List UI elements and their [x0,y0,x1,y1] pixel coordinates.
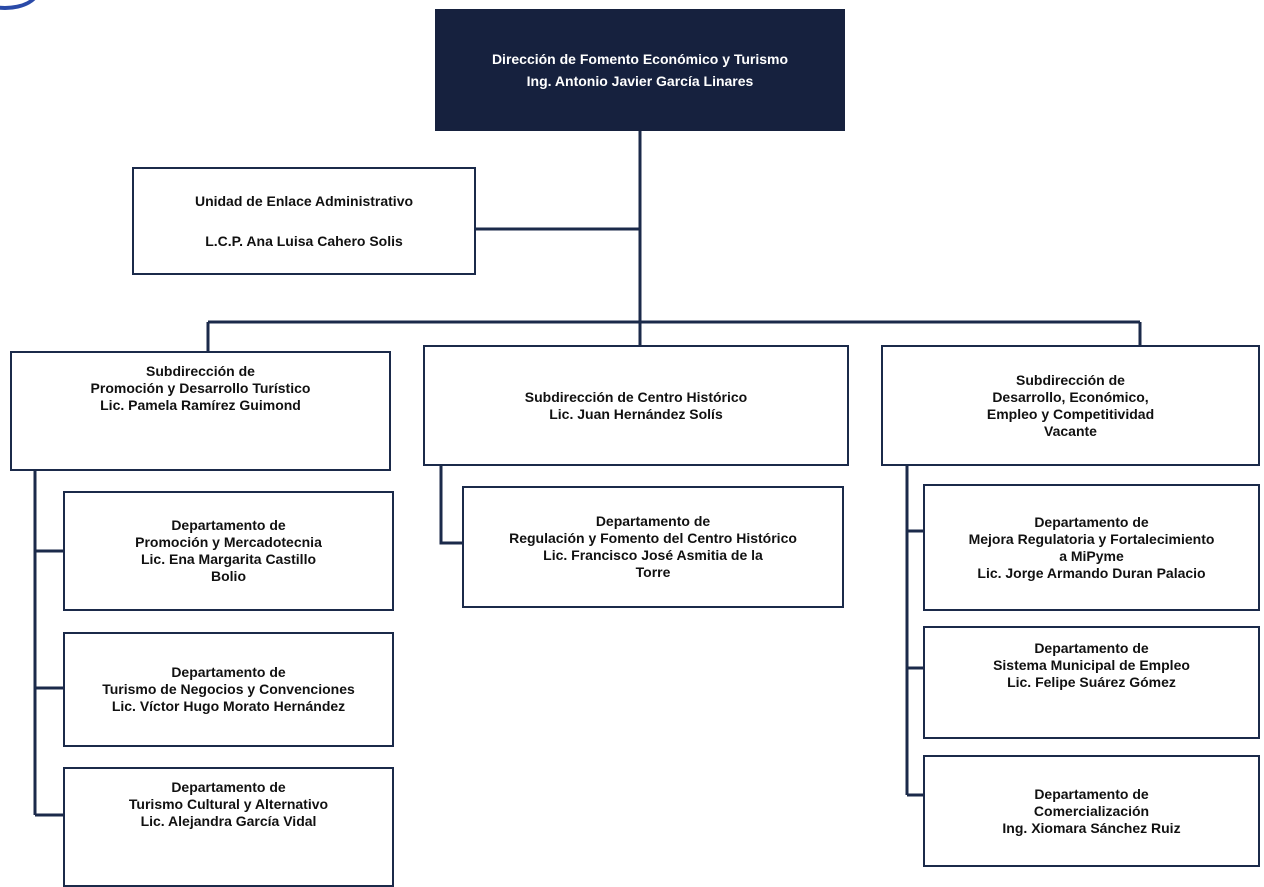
node-sub-centro-text: Subdirección de Centro Histórico Lic. Ju… [525,389,747,423]
node-sub-turismo-text: Subdirección de Promoción y Desarrollo T… [91,363,311,414]
node-dept-comercializacion-text: Departamento de Comercialización Ing. Xi… [1002,786,1180,837]
text-line: Subdirección de Centro Histórico [524,388,748,405]
text-line: Lic. Ena Margarita Castillo [140,551,317,567]
node-director: Dirección de Fomento Económico y Turismo… [435,9,845,131]
text-line: Departamento de [1034,640,1149,656]
text-line: Sistema Municipal de Empleo [993,657,1190,673]
node-dept-comercializacion: Departamento de Comercialización Ing. Xi… [923,755,1260,867]
text-line: Regulación y Fomento del Centro Históric… [509,530,797,546]
node-dept-mejora-text: Departamento de Mejora Regulatoria y For… [969,514,1215,582]
node-admin-unit-text: Unidad de Enlace Administrativo L.C.P. A… [195,193,413,250]
text-line: Departamento de [595,513,711,529]
node-admin-unit-name: L.C.P. Ana Luisa Cahero Solis [205,232,403,249]
node-director-title: Dirección de Fomento Económico y Turismo [491,50,789,67]
text-line: Comercialización [1033,802,1150,819]
node-sub-centro: Subdirección de Centro Histórico Lic. Ju… [423,345,849,466]
text-line: Desarrollo, Económico, [992,388,1149,405]
text-line: Departamento de [171,517,286,533]
text-line: Empleo y Competitividad [986,405,1155,422]
text-line: Lic. Jorge Armando Duran Palacio [977,564,1206,581]
node-dept-regulacion: Departamento de Regulación y Fomento del… [462,486,844,608]
node-dept-mejora: Departamento de Mejora Regulatoria y For… [923,484,1260,611]
text-line: Departamento de [171,779,286,795]
node-dept-negocios-text: Departamento de Turismo de Negocios y Co… [102,664,355,715]
text-line: Vacante [1044,422,1097,439]
text-line: Promoción y Desarrollo Turístico [90,380,311,396]
text-line: Departamento de [1034,513,1149,530]
node-director-name: Ing. Antonio Javier García Linares [526,72,754,89]
node-dept-empleo: Departamento de Sistema Municipal de Emp… [923,626,1260,739]
node-dept-cultural-text: Departamento de Turismo Cultural y Alter… [129,779,328,830]
text-line: Lic. Juan Hernández Solís [549,405,723,422]
node-admin-unit: Unidad de Enlace Administrativo L.C.P. A… [132,167,476,275]
node-dept-negocios: Departamento de Turismo de Negocios y Co… [63,632,394,747]
text-line: Lic. Pamela Ramírez Guimond [100,397,301,413]
text-line: Subdirección de [146,363,255,379]
text-line: Promoción y Mercadotecnia [135,534,322,550]
text-line: Bolio [211,568,246,584]
node-dept-promocion-text: Departamento de Promoción y Mercadotecni… [135,517,322,585]
node-sub-desarrollo: Subdirección de Desarrollo, Económico, E… [881,345,1260,466]
text-line: Departamento de [1034,785,1149,802]
text-line: Lic. Francisco José Asmitia de la [543,547,763,563]
node-dept-regulacion-text: Departamento de Regulación y Fomento del… [509,513,797,581]
node-sub-turismo: Subdirección de Promoción y Desarrollo T… [10,351,391,471]
connector-dept-regulacion [439,466,462,545]
node-sub-desarrollo-text: Subdirección de Desarrollo, Económico, E… [987,372,1154,440]
text-line: Departamento de [171,664,286,680]
node-dept-promocion: Departamento de Promoción y Mercadotecni… [63,491,394,611]
text-line: Lic. Felipe Suárez Gómez [1007,674,1176,690]
node-director-text: Dirección de Fomento Económico y Turismo… [492,51,788,90]
node-dept-cultural: Departamento de Turismo Cultural y Alter… [63,767,394,887]
text-line: Lic. Alejandra García Vidal [140,813,317,829]
text-line: Subdirección de [1016,371,1125,388]
node-admin-unit-title: Unidad de Enlace Administrativo [194,192,414,209]
text-line: Lic. Víctor Hugo Morato Hernández [111,698,346,714]
text-line: Mejora Regulatoria y Fortalecimiento [968,530,1215,547]
text-line: Torre [635,564,671,580]
text-line: a MiPyme [1059,547,1124,564]
node-dept-empleo-text: Departamento de Sistema Municipal de Emp… [993,640,1190,691]
text-line: Turismo Cultural y Alternativo [128,796,329,812]
text-line: Ing. Xiomara Sánchez Ruiz [1002,819,1181,836]
text-line: Turismo de Negocios y Convenciones [102,681,355,697]
